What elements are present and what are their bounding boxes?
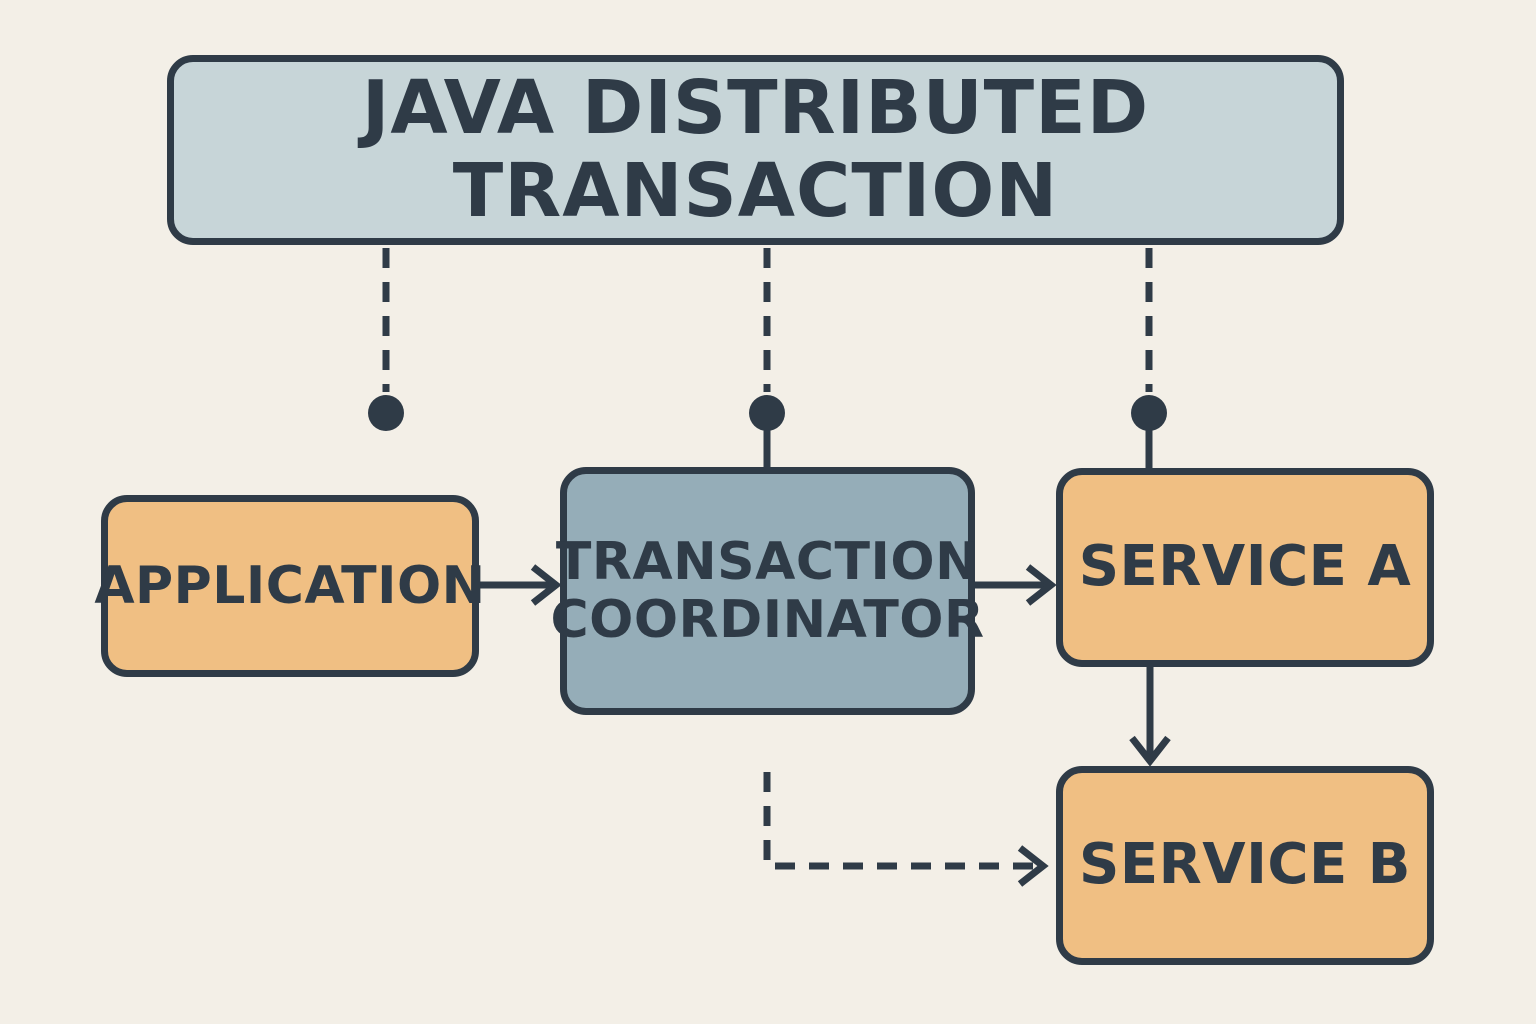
- service-b-label: SERVICE B: [1079, 832, 1411, 898]
- application-label: APPLICATION: [94, 555, 486, 616]
- dot-service-a: [1131, 395, 1167, 431]
- service-a-node: SERVICE A: [1056, 468, 1434, 667]
- application-node: APPLICATION: [94, 495, 485, 677]
- service-b-node: SERVICE B: [1056, 766, 1434, 965]
- coordinator-label-line2: COORDINATOR: [550, 590, 985, 650]
- arrowhead-coordinator-to-service-b: [1017, 845, 1049, 887]
- arrowhead-service-a-to-service-b: [1129, 735, 1171, 767]
- coordinator-label-line1: TRANSACTION: [555, 531, 980, 592]
- service-a-label: SERVICE A: [1078, 534, 1412, 600]
- title-box: JAVA DISTRIBUTED TRANSACTION: [167, 55, 1344, 245]
- diagram-title: JAVA DISTRIBUTED TRANSACTION: [361, 65, 1150, 234]
- arrowhead-coordinator-to-service-a: [1025, 564, 1057, 606]
- dot-application: [368, 395, 404, 431]
- arrowhead-app-to-coordinator: [530, 564, 562, 606]
- transaction-coordinator-node: TRANSACTION COORDINATOR: [550, 467, 984, 715]
- dot-coordinator: [749, 395, 785, 431]
- dashed-arrow-coordinator-to-service-b: [763, 772, 1040, 870]
